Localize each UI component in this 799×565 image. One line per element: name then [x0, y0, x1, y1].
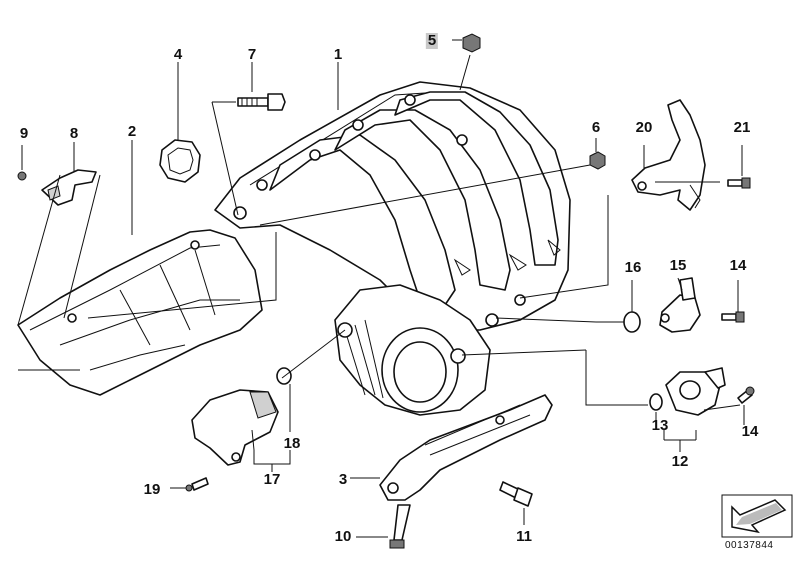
callout-11[interactable]: 11 [516, 528, 532, 545]
callout-20[interactable]: 20 [635, 119, 653, 136]
screw-21 [727, 177, 751, 189]
callout-18[interactable]: 18 [283, 435, 301, 452]
bolt-11 [499, 481, 533, 507]
callout-4[interactable]: 4 [173, 46, 183, 63]
bracket-3 [379, 394, 553, 501]
gasket [159, 139, 201, 183]
sensor-15 [659, 277, 701, 333]
nut-5 [462, 33, 481, 53]
actuator-17 [191, 389, 279, 466]
callout-1[interactable]: 1 [333, 46, 343, 63]
callout-16[interactable]: 16 [624, 259, 642, 276]
screw-9 [17, 171, 27, 181]
callout-19[interactable]: 19 [143, 481, 161, 498]
callout-17[interactable]: 17 [263, 471, 281, 488]
o-ring-13 [649, 393, 663, 411]
screw-14-upper [721, 311, 745, 323]
callout-21[interactable]: 21 [733, 119, 751, 136]
bolt-10 [389, 504, 411, 549]
callout-14-lower[interactable]: 14 [741, 423, 759, 440]
callout-15[interactable]: 15 [669, 257, 687, 274]
screw-19 [185, 477, 209, 492]
callout-2[interactable]: 2 [127, 123, 137, 140]
callout-12[interactable]: 12 [671, 453, 689, 470]
callout-6[interactable]: 6 [591, 119, 601, 136]
callout-10[interactable]: 10 [334, 528, 352, 545]
throttle-body [334, 284, 499, 416]
callout-14-upper[interactable]: 14 [729, 257, 747, 274]
document-number: 00137844 [725, 540, 774, 551]
sensor-12 [665, 367, 726, 416]
callout-7[interactable]: 7 [247, 46, 257, 63]
callout-13[interactable]: 13 [651, 417, 669, 434]
next-page-arrow-icon[interactable] [721, 494, 793, 538]
bolt-7 [237, 93, 286, 111]
nut-6 [589, 151, 606, 170]
bracket-8 [41, 169, 97, 206]
engine-cover [17, 229, 263, 396]
callout-5[interactable]: 5 [425, 32, 439, 49]
callout-8[interactable]: 8 [69, 125, 79, 142]
screw-14-lower [737, 386, 755, 404]
o-ring-16 [623, 311, 641, 333]
leader-lines [17, 39, 745, 538]
callout-9[interactable]: 9 [19, 125, 29, 142]
intake-manifold [214, 81, 571, 331]
callout-3[interactable]: 3 [338, 471, 348, 488]
bracket-20 [631, 99, 706, 211]
